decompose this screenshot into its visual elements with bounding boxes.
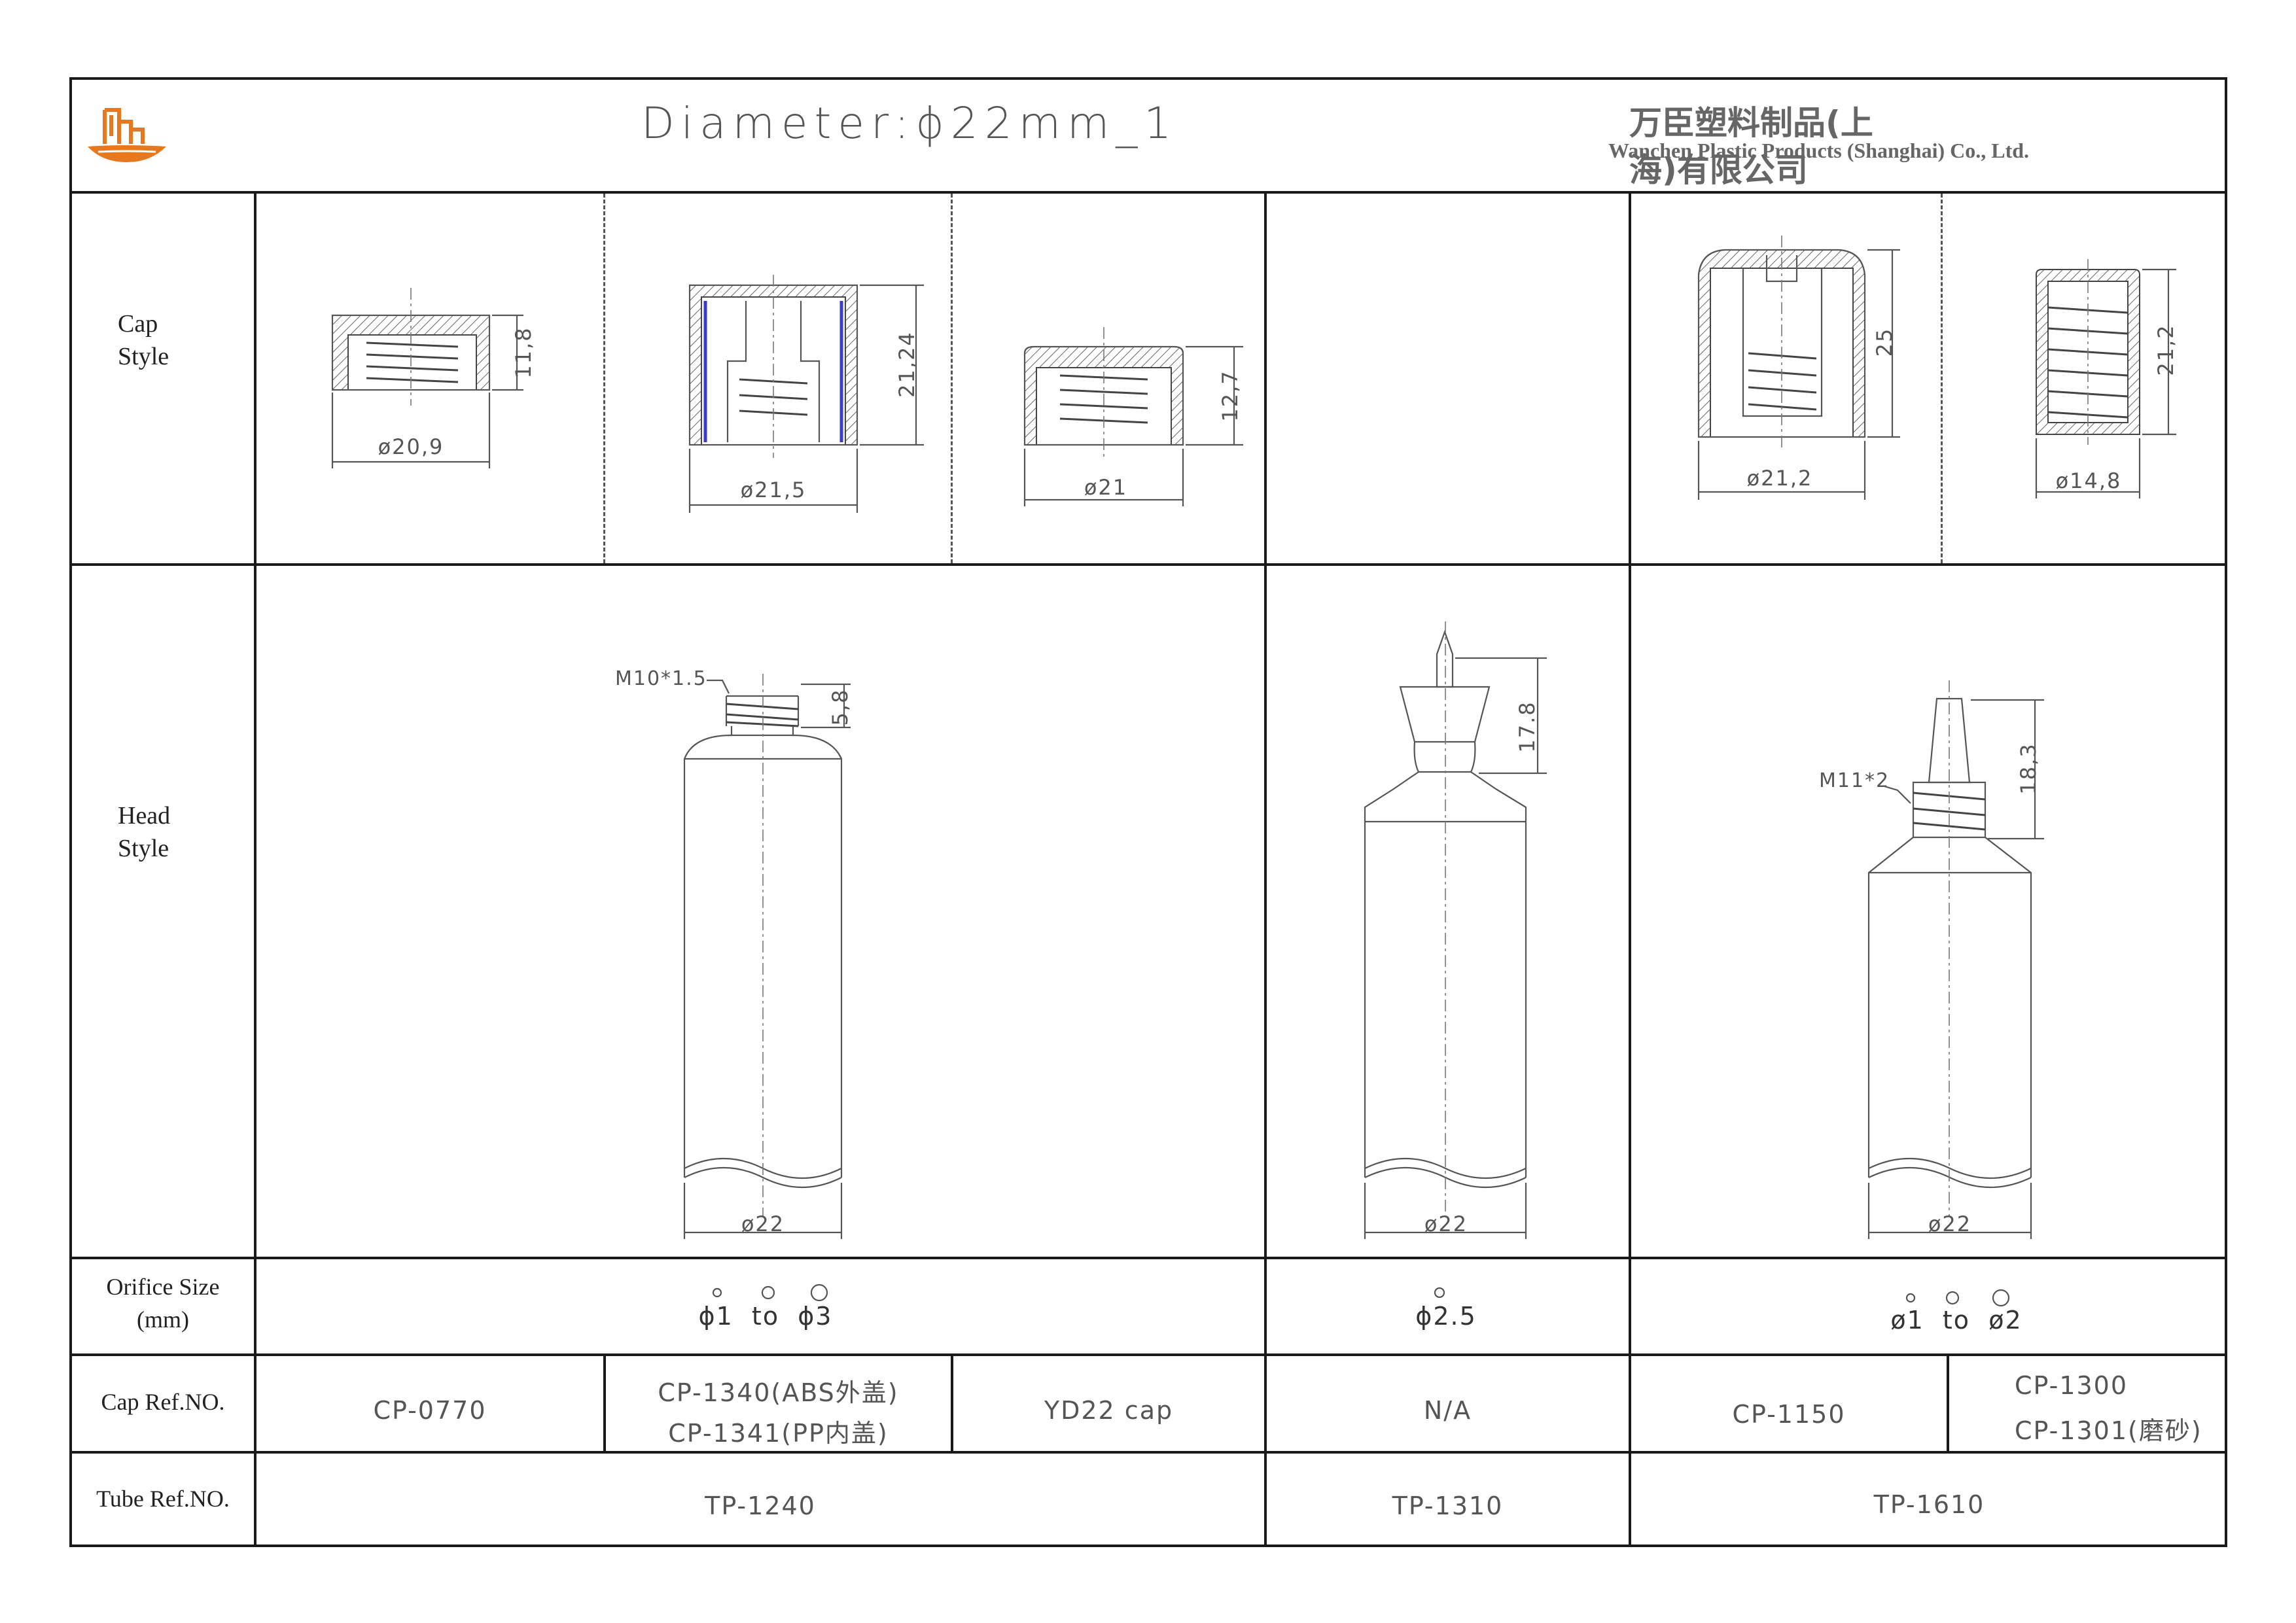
cap1-height: 11,8 (511, 326, 536, 379)
cap-row-divider (69, 563, 2227, 566)
cap1-diameter: ø20,9 (378, 434, 444, 459)
capref-div-b (951, 1353, 953, 1451)
head-3-drawing (1867, 680, 2044, 1239)
row-label-head-style: Head Style (118, 802, 171, 862)
cap-ref-5: CP-1150 (1732, 1400, 1846, 1429)
tube-ref-3: TP-1610 (1873, 1490, 1985, 1519)
orifice-group-3: ø1 to ø2 (1890, 1306, 2022, 1335)
orifice-group-2: ϕ2.5 (1415, 1302, 1477, 1331)
cap-1-drawing (331, 288, 523, 468)
head-1-drawing (683, 674, 851, 1239)
cap-ref-3: YD22 cap (1044, 1396, 1174, 1425)
head-row-divider (69, 1257, 2227, 1259)
cap-ref-4: N/A (1423, 1396, 1472, 1425)
cap-dash-b (951, 194, 953, 563)
label-col-divider (254, 191, 256, 1547)
head3-thread: M11*2 (1819, 769, 1890, 792)
cap-2-drawing (688, 275, 924, 513)
cap3-diameter: ø21 (1084, 475, 1128, 500)
cap3-height: 12,7 (1218, 370, 1243, 422)
cap-ref-6a: CP-1300 (2015, 1371, 2128, 1400)
cap2-diameter: ø21,5 (740, 478, 807, 502)
orifice-circles (712, 1283, 2010, 1307)
head2-height: 17.8 (1515, 701, 1540, 753)
row-label-orifice-size: Orifice Size (mm) (106, 1274, 220, 1333)
cap4-diameter: ø21,2 (1746, 466, 1813, 491)
cap5-diameter: ø14,8 (2055, 468, 2122, 493)
company-name-en: Wanchen Plastic Products (Shanghai) Co.,… (1608, 139, 2030, 162)
cap-3-drawing (1023, 327, 1243, 506)
head3-diameter: ø22 (1928, 1212, 1972, 1236)
cap-ref-6b: CP-1301(磨砂) (2015, 1416, 2202, 1445)
cap-dash-a (603, 194, 605, 563)
cap5-height: 21,2 (2153, 324, 2178, 376)
head1-thread: M10*1.5 (615, 667, 707, 690)
orifice-group-1: ϕ1 to ϕ3 (698, 1302, 833, 1331)
cap-ref-2a: CP-1340(ABS外盖) (658, 1378, 899, 1407)
cap-4-drawing (1697, 236, 1900, 500)
capref-row-divider (69, 1451, 2227, 1454)
tube-ref-1: TP-1240 (705, 1492, 816, 1520)
head1-height: 5,8 (828, 688, 853, 726)
header-divider (69, 191, 2227, 194)
row-label-cap-style: Cap Style (118, 310, 169, 370)
row-label-tube-ref: Tube Ref.NO. (96, 1486, 230, 1512)
head-2-drawing (1364, 621, 1547, 1239)
company-name-cn: 万臣塑料制品(上海)有限公司 (1629, 104, 1873, 189)
capref-div-a (603, 1353, 606, 1451)
group1-divider (1264, 191, 1267, 1547)
cap-ref-2b: CP-1341(PP内盖) (668, 1419, 889, 1448)
cap2-height: 21,24 (894, 331, 919, 398)
head1-diameter: ø22 (741, 1212, 785, 1236)
sheet-frame (69, 77, 2227, 1547)
row-label-cap-ref: Cap Ref.NO. (101, 1389, 225, 1415)
page-title: Diameter:ϕ22mm_1 (641, 98, 1178, 148)
cap-5-drawing (2035, 259, 2176, 498)
capref-div-c (1947, 1353, 1949, 1451)
group2-divider (1629, 191, 1631, 1547)
orifice-row-divider (69, 1353, 2227, 1356)
cap4-height: 25 (1872, 327, 1897, 357)
company-logo-icon (88, 108, 166, 162)
cap-ref-1: CP-0770 (373, 1396, 487, 1425)
head3-height: 18,3 (2016, 742, 2041, 795)
tube-ref-2: TP-1310 (1392, 1492, 1504, 1520)
cap-dash-c (1941, 194, 1943, 563)
head2-diameter: ø22 (1424, 1212, 1468, 1236)
